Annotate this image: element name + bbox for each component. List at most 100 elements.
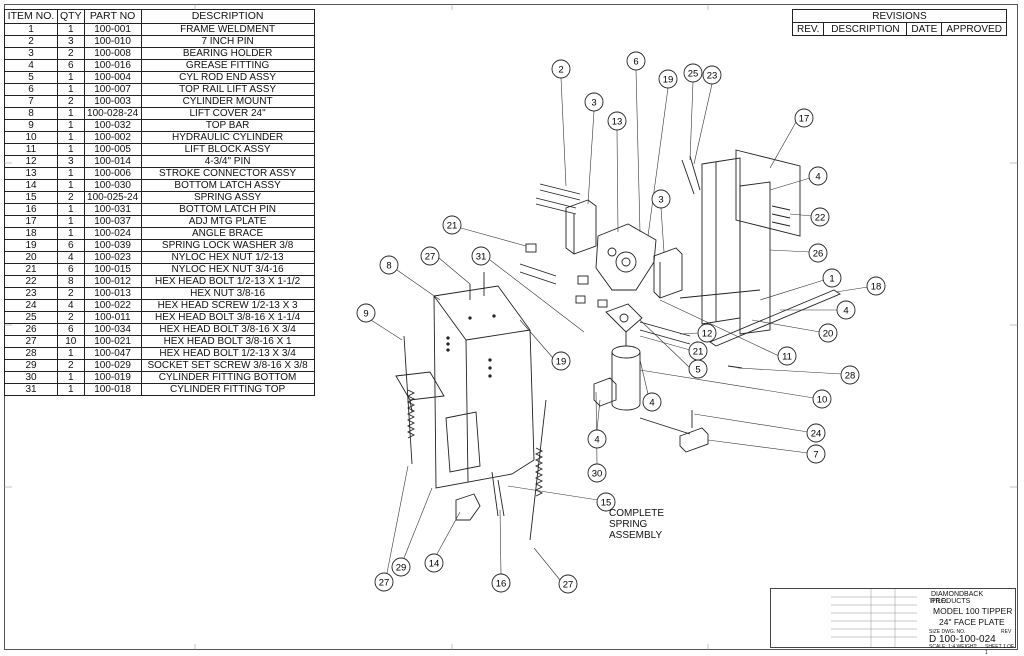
balloon-item-16: 16	[491, 573, 511, 593]
balloon-circle	[808, 243, 828, 263]
balloon-item-4: 4	[808, 166, 828, 186]
stroke-connector	[595, 223, 657, 291]
balloon-label: 7	[813, 449, 818, 460]
balloon-item-12: 12	[697, 323, 717, 343]
balloon-circle	[836, 300, 856, 320]
balloon-circle	[697, 323, 717, 343]
balloon-circle	[420, 246, 440, 266]
balloon-item-9: 9	[356, 303, 376, 323]
balloon-item-4: 4	[836, 300, 856, 320]
rev-header-description: DESCRIPTION	[823, 22, 908, 36]
balloon-label: 23	[707, 70, 718, 81]
balloon-label: 4	[843, 305, 848, 316]
balloon-circle	[424, 553, 444, 573]
hydraulic-cylinder	[611, 352, 641, 411]
spring-note-line1: COMPLETE	[609, 508, 665, 519]
balloon-item-15: 15	[596, 492, 616, 512]
balloon-circle	[866, 276, 886, 296]
balloon-label: 27	[425, 251, 436, 262]
balloon-item-28: 28	[840, 365, 860, 385]
balloon-circle	[374, 572, 394, 592]
balloon-item-20: 20	[818, 323, 838, 343]
scale-weight: SCALE: 1:4 WEIGHT:	[929, 644, 978, 650]
spring-left	[403, 335, 416, 465]
spring-right	[529, 399, 547, 541]
balloon-label: 1	[829, 273, 834, 284]
balloon-item-4: 4	[587, 429, 607, 449]
balloon-circle	[379, 255, 399, 275]
balloon-circle	[794, 108, 814, 128]
balloon-item-31: 31	[471, 246, 491, 266]
balloon-label: 22	[815, 212, 826, 223]
balloon-item-13: 13	[607, 111, 627, 131]
size-label: SIZE DWG. NO.	[929, 629, 966, 635]
balloon-circle	[607, 111, 627, 131]
lift-cover-holes	[446, 314, 496, 378]
balloon-circle	[626, 51, 646, 71]
balloon-label: 4	[815, 171, 820, 182]
rev-header-rev: REV.	[791, 22, 825, 36]
drawing-number: D 100-100-024	[929, 634, 996, 645]
balloon-label: 24	[811, 428, 822, 439]
balloon-label: 3	[658, 194, 663, 205]
balloon-label: 27	[379, 577, 390, 588]
zone-markers	[4, 4, 1018, 650]
balloon-item-22: 22	[810, 207, 830, 227]
balloon-circle	[651, 189, 671, 209]
balloon-item-14: 14	[424, 553, 444, 573]
balloon-label: 19	[556, 356, 567, 367]
revisions-table: REVISIONS REV. DESCRIPTION DATE APPROVED	[791, 9, 1007, 36]
balloon-label: 27	[563, 579, 574, 590]
bearing-holder-right	[653, 247, 683, 299]
pins-group	[519, 183, 691, 345]
balloon-item-29: 29	[391, 557, 411, 577]
cyl-rod-end	[605, 303, 643, 333]
rev-header-approved: APPROVED	[941, 22, 1007, 36]
balloon-circle	[806, 444, 826, 464]
balloon-label: 4	[594, 434, 599, 445]
adj-mtg-plate	[735, 149, 801, 237]
balloon-circle	[587, 463, 607, 483]
balloon-item-25: 25	[683, 63, 703, 83]
balloon-label: 15	[601, 497, 612, 508]
balloon-circle	[391, 557, 411, 577]
balloon-circle	[777, 346, 797, 366]
balloon-item-7: 7	[806, 444, 826, 464]
balloon-circle	[558, 574, 578, 594]
lift-cover	[433, 285, 535, 489]
balloon-item-19: 19	[658, 69, 678, 89]
balloon-circle	[471, 246, 491, 266]
balloon-item-21: 21	[442, 215, 462, 235]
balloon-circle	[658, 69, 678, 89]
balloon-circle	[551, 351, 571, 371]
balloon-circle	[356, 303, 376, 323]
rev-label: REV	[1001, 629, 1012, 635]
fasteners-group	[469, 155, 791, 369]
balloon-item-3: 3	[584, 92, 604, 112]
balloon-circle	[702, 65, 722, 85]
balloon-circle	[688, 359, 708, 379]
balloon-item-4: 4	[642, 392, 662, 412]
balloon-item-6: 6	[626, 51, 646, 71]
balloon-label: 11	[782, 351, 792, 362]
bom-item-no: 31	[4, 383, 58, 396]
balloon-item-23: 23	[702, 65, 722, 85]
balloon-circle	[584, 92, 604, 112]
balloon-label: 19	[663, 74, 674, 85]
drawing-title-line2: 24" FACE PLATE	[939, 617, 1005, 627]
balloon-label: 9	[363, 308, 368, 319]
balloon-label: 14	[429, 558, 440, 569]
balloon-label: 26	[813, 248, 824, 259]
title-block: DIAMONDBACK PRODUCTS TITLE: MODEL 100 TI…	[770, 588, 1016, 656]
balloon-item-17: 17	[794, 108, 814, 128]
balloon-circle	[812, 389, 832, 409]
balloon-label: 2	[558, 64, 563, 75]
balloon-item-27: 27	[374, 572, 394, 592]
balloon-label: 21	[447, 220, 458, 231]
